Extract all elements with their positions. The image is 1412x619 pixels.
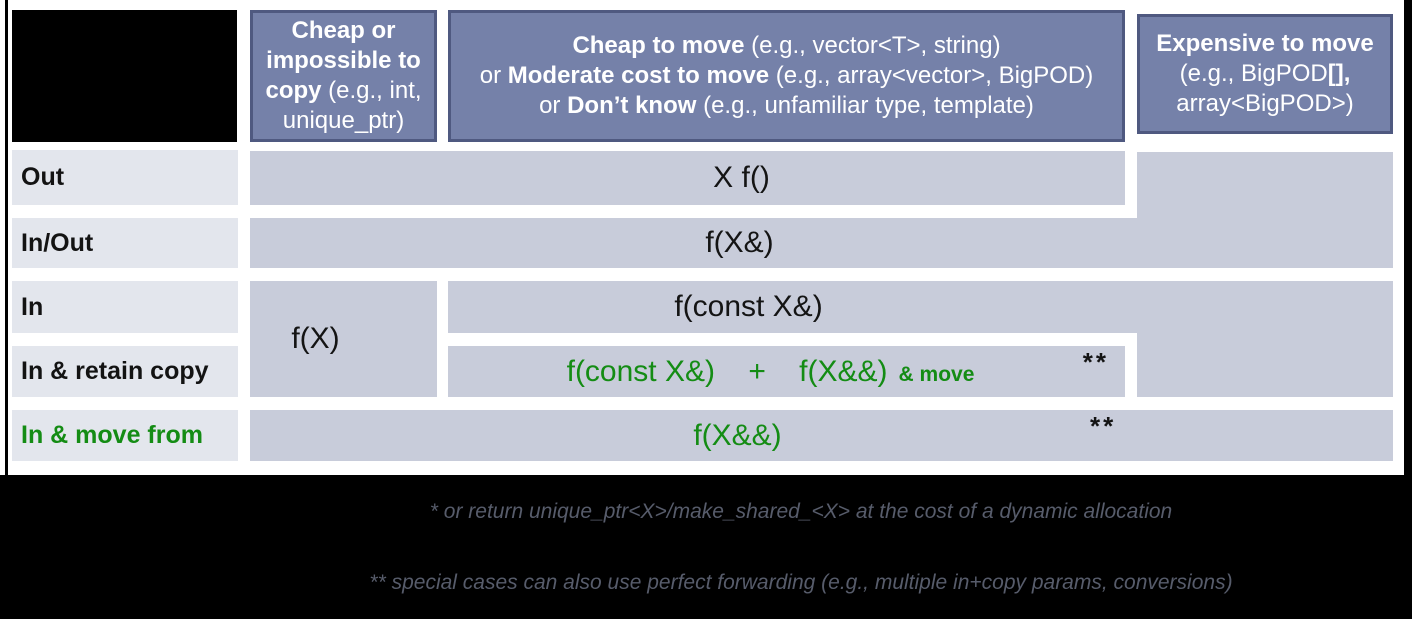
- code-fconstxref: f(const X&): [674, 290, 823, 323]
- double-asterisk-note: **: [1090, 411, 1117, 441]
- row-label-in-move-from: In & move from: [12, 410, 238, 461]
- header-line: Cheap to move (e.g., vector<T>, string): [572, 32, 1001, 59]
- cell-in-retain-copy: f(const X&) + f(X&&) & move **: [448, 346, 1125, 397]
- double-asterisk-note: **: [1082, 347, 1109, 377]
- frame-right-bar: [1404, 0, 1412, 619]
- header-line: or Don’t know (e.g., unfamiliar type, te…: [539, 92, 1034, 119]
- code-retain-combo: f(const X&) + f(X&&) & move: [567, 355, 975, 389]
- cell-in-out: f(X&): [250, 218, 1393, 268]
- row-label-in: In: [12, 281, 238, 333]
- cell-out: X f(): [250, 151, 1125, 205]
- row-label-in-retain-copy: In & retain copy: [12, 346, 238, 397]
- cell-blank-expensive-mid: [1137, 333, 1393, 397]
- footer-panel: [0, 475, 1412, 619]
- cell-in: f(const X&): [448, 281, 1393, 333]
- header-line: impossible to: [266, 47, 421, 74]
- footnote-star: * or return unique_ptr<X>/make_shared_<X…: [429, 500, 1173, 523]
- corner-cell: [12, 10, 237, 142]
- code-and-move-suffix: & move: [898, 362, 975, 386]
- code-fconstxref-plus-fxrefref: f(const X&) + f(X&&): [566, 354, 888, 388]
- code-fx: f(X): [291, 322, 340, 355]
- frame-left-bar: [5, 0, 8, 619]
- row-label-in-out: In/Out: [12, 218, 238, 268]
- row-label-out: Out: [12, 150, 238, 205]
- header-line: copy (e.g., int,: [265, 77, 422, 104]
- code-xf: X f(): [713, 161, 770, 194]
- code-fxrefref: f(X&&): [693, 418, 782, 452]
- header-line: Cheap or: [291, 17, 396, 44]
- header-line: Expensive to move: [1156, 30, 1374, 57]
- col-header-expensive: Expensive to move (e.g., BigPOD[], array…: [1137, 14, 1393, 134]
- footnote-double-star: ** special cases can also use perfect fo…: [369, 571, 1233, 594]
- col-header-cheap-copy: Cheap or impossible to copy (e.g., int, …: [250, 10, 437, 142]
- header-line: (e.g., BigPOD[],: [1179, 60, 1351, 87]
- col-header-movable: Cheap to move (e.g., vector<T>, string) …: [448, 10, 1125, 142]
- code-fxref: f(X&): [705, 226, 774, 259]
- cell-in-move-from: f(X&&) **: [250, 410, 1393, 461]
- cell-in-cheap-copy: f(X): [250, 281, 437, 397]
- header-line: unique_ptr): [282, 107, 405, 134]
- header-line: or Moderate cost to move (e.g., array<ve…: [479, 62, 1094, 89]
- header-line: array<BigPOD>): [1176, 90, 1354, 117]
